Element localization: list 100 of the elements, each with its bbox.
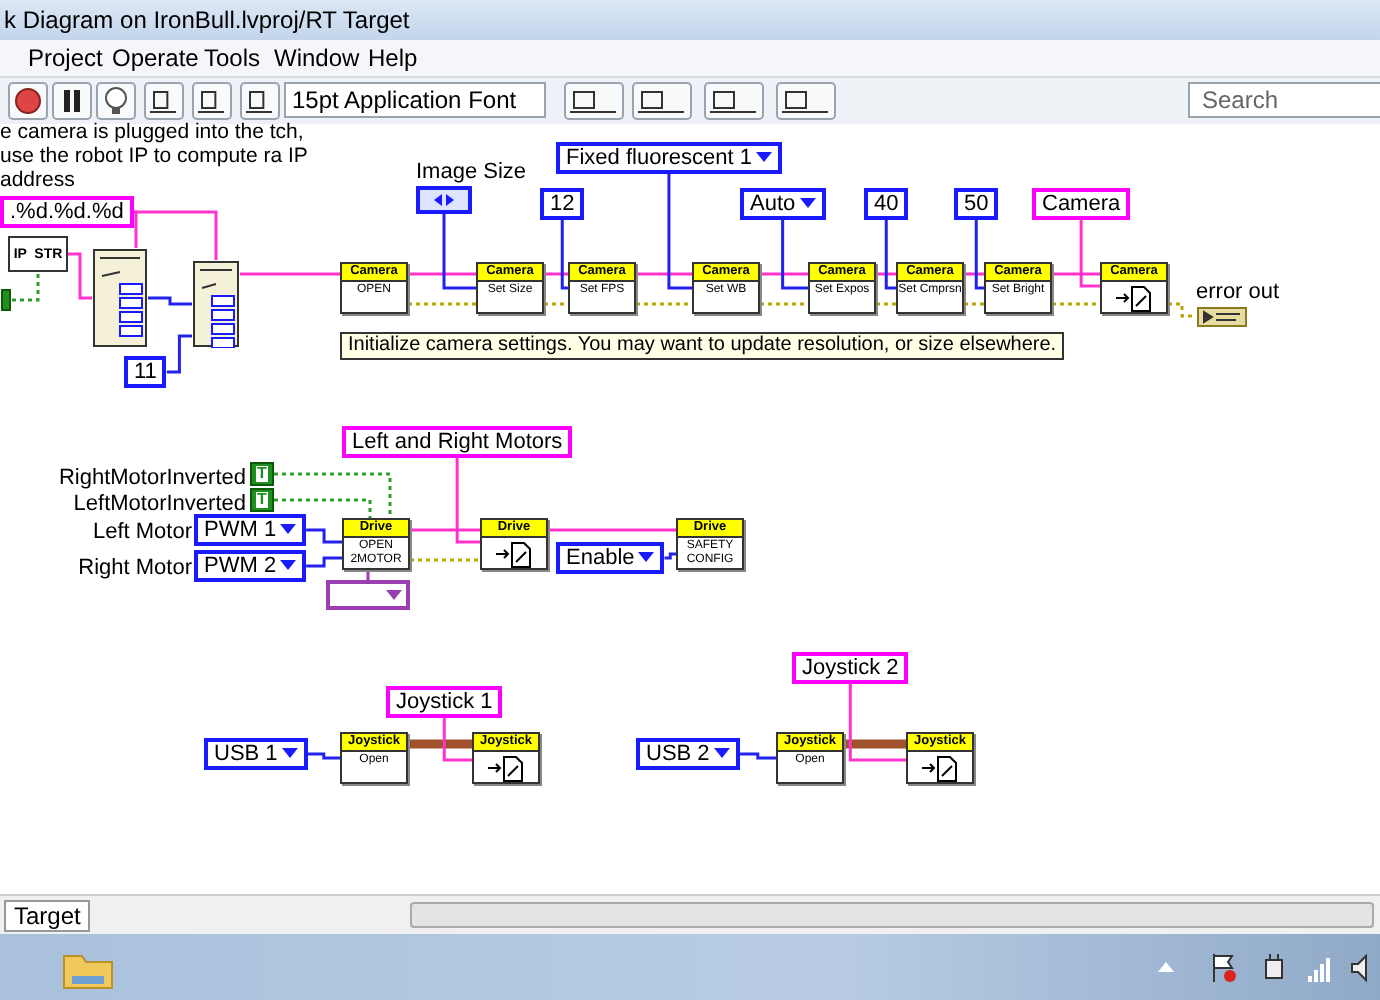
function-block — [340, 732, 408, 784]
numeric-constant — [864, 188, 909, 220]
wire — [636, 302, 692, 306]
boolean-value: T — [255, 492, 269, 508]
wire — [307, 752, 340, 760]
enum-constant — [636, 738, 740, 770]
font-dropdown: 15pt Application Font — [284, 82, 546, 118]
search-field: Search — [1188, 82, 1380, 118]
wire — [306, 528, 342, 544]
wire — [560, 220, 568, 290]
constant-value: Camera — [1042, 192, 1121, 216]
numeric-constant — [540, 188, 585, 220]
comment-text: Initialize camera settings. You may want to update resolution, or size elsewhere. — [348, 334, 1057, 356]
menu-item: Help — [368, 44, 418, 72]
constant-value: Joystick 1 — [396, 690, 493, 714]
wire — [240, 272, 340, 276]
wire — [133, 210, 218, 260]
window-title: k Diagram on IronBull.lvproj/RT Target — [4, 6, 410, 34]
constant-value: 50 — [964, 192, 989, 216]
function-block — [342, 518, 410, 570]
function-block — [906, 732, 974, 784]
string-constant — [792, 652, 909, 684]
enum-constant — [556, 542, 665, 574]
enum-constant — [204, 738, 308, 770]
string-constant — [0, 196, 134, 228]
function-block — [480, 518, 548, 570]
wire — [844, 739, 906, 749]
wire — [760, 302, 808, 306]
tab-label: Target — [4, 900, 91, 932]
wire — [876, 302, 896, 306]
control-label: Right Motor — [78, 556, 192, 580]
enum-value: Fixed fluorescent 1 — [566, 146, 752, 170]
wire — [964, 272, 984, 276]
wire — [876, 272, 896, 276]
function-block — [984, 262, 1052, 314]
wire — [1079, 220, 1100, 288]
menu-item: Project — [28, 44, 103, 72]
wire — [548, 528, 676, 532]
enum-constant — [556, 142, 782, 174]
enum-constant — [326, 580, 410, 610]
function-block — [692, 262, 760, 314]
control-label: Left Motor — [92, 520, 192, 544]
constant-value: Joystick 2 — [802, 656, 899, 680]
control-label: Image Size — [416, 160, 527, 184]
wire — [408, 739, 472, 749]
constant-value: .%d.%d.%d — [10, 200, 124, 224]
wire — [760, 272, 808, 276]
wire — [636, 272, 692, 276]
string-constant — [386, 686, 503, 718]
numeric-constant — [124, 356, 167, 388]
function-block — [1100, 262, 1168, 314]
wire — [781, 220, 808, 290]
wire — [544, 272, 568, 276]
control-label: error out — [1196, 280, 1280, 304]
boolean-value: T — [255, 466, 269, 482]
numeric-constant — [954, 188, 999, 220]
wire — [148, 296, 192, 306]
wire — [274, 498, 372, 518]
enum-value: Auto — [750, 192, 796, 216]
menu-item: Operate — [112, 44, 199, 72]
wire — [410, 558, 480, 562]
comment-box — [340, 332, 1065, 360]
wire — [410, 528, 480, 532]
enum-value: PWM 2 — [204, 554, 277, 578]
wire — [12, 272, 40, 302]
wire — [408, 272, 476, 276]
wire — [68, 252, 92, 300]
wire — [274, 472, 392, 518]
wire — [544, 302, 568, 306]
wire — [408, 302, 476, 306]
enum-value: Enable — [566, 546, 635, 570]
control-label: LeftMotorInverted — [73, 492, 246, 516]
control-label: RightMotorInverted — [58, 466, 246, 490]
wire — [884, 220, 896, 290]
function-block — [568, 262, 636, 314]
wire — [1052, 272, 1100, 276]
wire — [166, 334, 192, 374]
conversion-function — [8, 236, 68, 272]
function-block — [896, 262, 964, 314]
enum-constant — [740, 188, 826, 220]
wire — [667, 174, 692, 290]
wire — [974, 220, 984, 290]
format-function — [92, 248, 148, 348]
function-block — [472, 732, 540, 784]
boolean-constant — [0, 288, 12, 312]
function-block — [808, 262, 876, 314]
function-block — [676, 518, 744, 570]
constant-value: Left and Right Motors — [352, 430, 563, 454]
function-block — [340, 262, 408, 314]
wire — [739, 752, 776, 760]
wire — [455, 458, 480, 544]
enum-value: PWM 1 — [204, 518, 277, 542]
menu-item: Window — [274, 44, 360, 72]
enum-value: USB 1 — [214, 742, 278, 766]
string-constant — [342, 426, 573, 458]
constant-value: 11 — [134, 360, 157, 384]
wire — [1052, 302, 1100, 306]
wire — [964, 302, 984, 306]
string-constant — [1032, 188, 1131, 220]
comment-text: e camera is plugged into the tch, use the robot IP to compute ra IP address — [0, 120, 310, 192]
